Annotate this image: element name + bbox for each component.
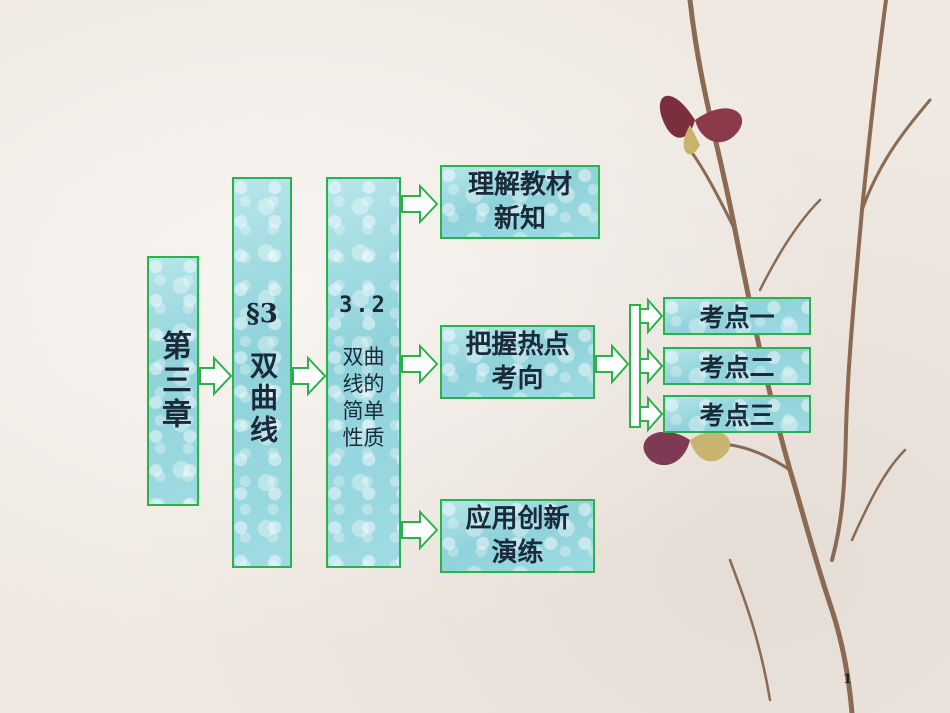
subsection-title: 双曲线的简单性质 <box>342 345 385 450</box>
section-title: 双曲线 <box>246 350 279 447</box>
chapter-label: 第三章 <box>156 330 191 432</box>
arrow-chapter-to-section <box>199 355 233 397</box>
point-label-2: 考点二 <box>699 353 775 382</box>
subsection-box: 3.2 双曲线的简单性质 <box>326 177 401 568</box>
butterfly-top <box>659 95 743 155</box>
section-number: §3 <box>246 298 278 329</box>
arrow-section-to-subsection <box>292 355 327 397</box>
butterfly-bottom <box>643 431 731 466</box>
branch-label-3: 应用创新演练 <box>465 504 570 568</box>
arrow-to-branch-3 <box>401 509 439 551</box>
arrow-to-point-1 <box>639 297 664 335</box>
chapter-box: 第三章 <box>147 256 199 506</box>
point-box-3: 考点三 <box>663 395 811 433</box>
arrow-to-point-3 <box>639 395 664 433</box>
arrow-branch-2-to-points <box>595 343 630 385</box>
subsection-number: 3.2 <box>339 293 388 318</box>
branch-label-2: 把握热点考向 <box>465 330 570 394</box>
arrow-to-point-2 <box>639 347 664 385</box>
page-number: 1 <box>843 672 853 687</box>
section-box: §3 双曲线 <box>232 177 292 568</box>
points-bracket <box>629 304 641 428</box>
arrow-to-branch-2 <box>401 343 439 385</box>
point-box-1: 考点一 <box>663 297 811 335</box>
branch-box-3: 应用创新演练 <box>440 499 595 573</box>
point-box-2: 考点二 <box>663 347 811 385</box>
branch-box-1: 理解教材新知 <box>440 165 600 239</box>
branch-label-1: 理解教材新知 <box>467 170 572 234</box>
point-label-1: 考点一 <box>699 303 775 332</box>
branch-box-2: 把握热点考向 <box>440 325 595 399</box>
point-label-3: 考点三 <box>699 401 775 430</box>
arrow-to-branch-1 <box>401 183 439 225</box>
